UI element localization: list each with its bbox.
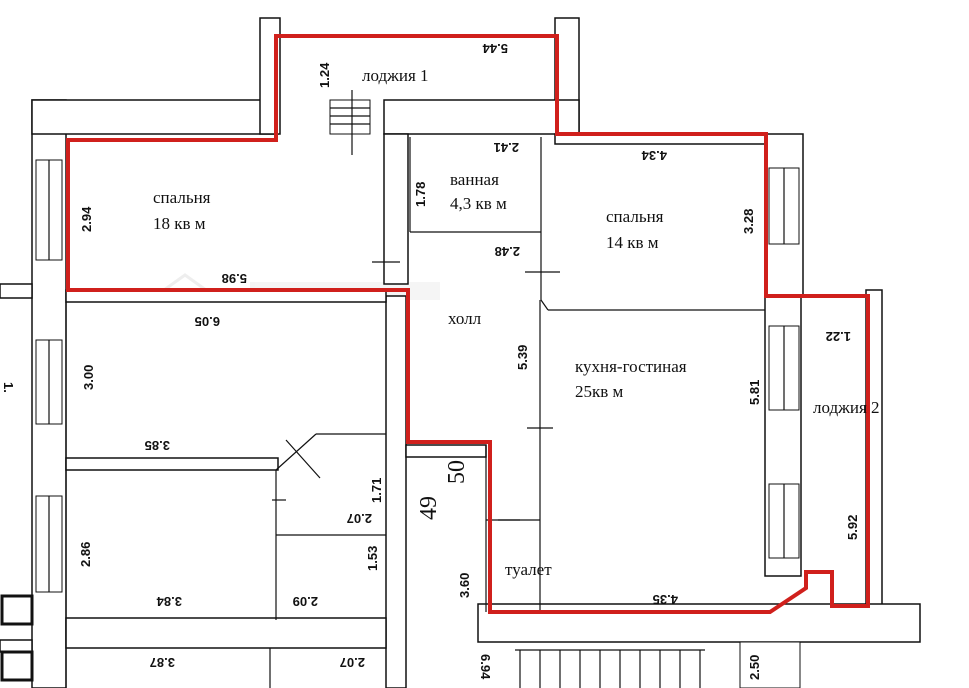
stairs: [515, 641, 801, 688]
dim-2-07-upper: 2.07: [347, 511, 372, 526]
dim-5-92: 5.92: [845, 515, 860, 540]
hall-label: холл: [448, 309, 482, 328]
dim-3-84: 3.84: [156, 594, 182, 609]
dim-1-24: 1.24: [317, 62, 332, 88]
apartment-outline: [66, 34, 870, 614]
dim-1-53: 1.53: [365, 546, 380, 571]
dim-5-39: 5.39: [515, 345, 530, 370]
dim-2-07-lower: 2.07: [340, 655, 365, 670]
bedroom-big-area: 18 кв м: [153, 214, 206, 233]
dim-2-94: 2.94: [79, 206, 94, 232]
apartment-number-50: 50: [444, 460, 470, 484]
dim-6-05: 6.05: [195, 314, 220, 329]
bedroom-small-area: 14 кв м: [606, 233, 659, 252]
dim-edge-1: 1.: [1, 382, 16, 393]
service-shafts: [0, 594, 34, 682]
dim-5-81: 5.81: [747, 380, 762, 405]
dim-3-85: 3.85: [145, 438, 170, 453]
dim-2-50: 2.50: [747, 655, 762, 680]
dim-4-34: 4.34: [641, 148, 667, 163]
dim-1-78: 1.78: [413, 182, 428, 207]
dim-1-22: 1.22: [826, 329, 851, 344]
dim-3-00: 3.00: [81, 365, 96, 390]
kitchen-area: 25кв м: [575, 382, 624, 401]
apartment-number-49: 49: [416, 496, 442, 520]
dim-2-41: 2.41: [494, 140, 519, 155]
dim-1-71: 1.71: [369, 478, 384, 503]
bedroom-small-label: спальня: [606, 207, 664, 226]
bathroom-label: ванная: [450, 170, 499, 189]
dim-2-09: 2.09: [293, 594, 318, 609]
partitions: [65, 137, 765, 688]
dim-3-28: 3.28: [741, 209, 756, 234]
loggia1-steps: [329, 90, 371, 155]
dim-4-35: 4.35: [653, 592, 678, 607]
bathroom-area: 4,3 кв м: [450, 194, 507, 213]
windows: [35, 159, 800, 593]
dim-3-87: 3.87: [150, 655, 175, 670]
dim-3-60: 3.60: [457, 573, 472, 598]
loggia2-label: лоджия 2: [813, 398, 880, 417]
dim-2-86: 2.86: [78, 542, 93, 567]
dim-5-44: 5.44: [482, 41, 508, 56]
dim-6-94: 6.94: [478, 654, 493, 680]
toilet-label: туалет: [505, 560, 552, 579]
kitchen-label: кухня-гостиная: [575, 357, 687, 376]
dim-5-98: 5.98: [222, 271, 247, 286]
loggia1-label: лоджия 1: [362, 66, 429, 85]
bedroom-big-label: спальня: [153, 188, 211, 207]
dim-2-48: 2.48: [495, 244, 520, 259]
